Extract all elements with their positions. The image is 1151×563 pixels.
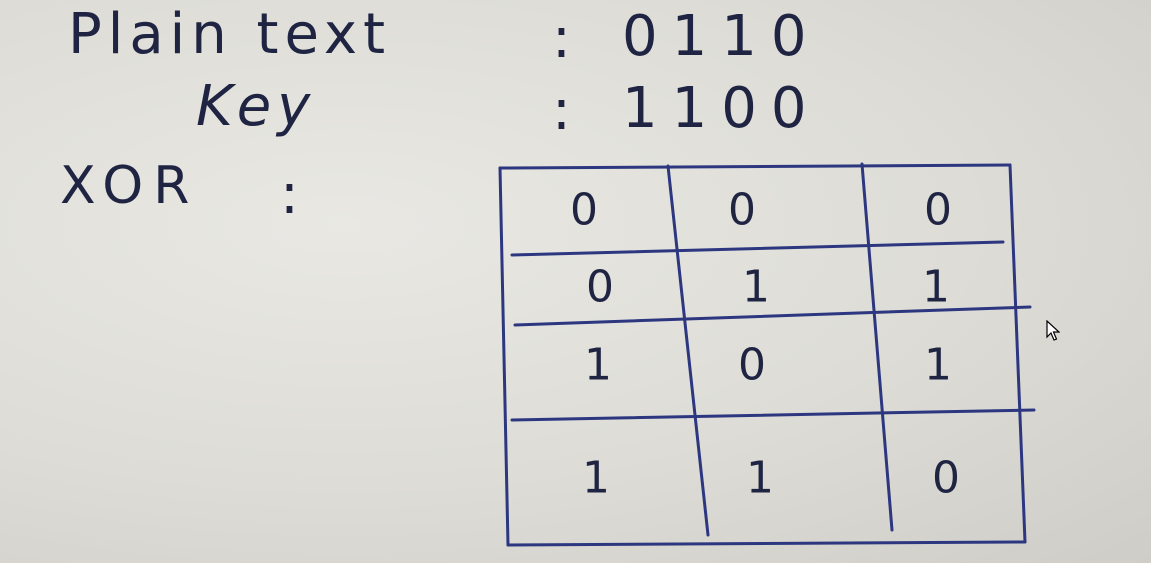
- plain-text-colon: :: [552, 6, 577, 71]
- table-cell: 0: [728, 184, 756, 236]
- plain-text-label: Plain text: [68, 2, 392, 67]
- table-cell: 1: [922, 261, 950, 313]
- table-border-left: [498, 166, 510, 547]
- table-divider-col-2: [860, 162, 894, 532]
- table-divider-row-3: [510, 408, 1036, 422]
- xor-label: XOR: [60, 156, 200, 216]
- table-cell: 0: [932, 452, 960, 504]
- table-cell: 1: [584, 339, 612, 391]
- table-cell: 1: [924, 339, 952, 391]
- table-cell: 1: [742, 261, 770, 313]
- key-colon: :: [552, 78, 577, 143]
- table-border-bottom: [506, 540, 1027, 547]
- key-value: 1100: [622, 76, 821, 141]
- table-cell: 0: [586, 261, 614, 313]
- mouse-cursor-icon: [1046, 319, 1061, 346]
- plain-text-value: 0110: [622, 4, 821, 69]
- key-label: Key: [196, 74, 317, 139]
- table-cell: 1: [746, 452, 774, 504]
- table-border-top: [498, 163, 1012, 170]
- table-cell: 0: [924, 184, 952, 236]
- table-border-right: [1008, 163, 1027, 544]
- table-cell: 0: [738, 339, 766, 391]
- table-cell: 1: [582, 452, 610, 504]
- table-cell: 0: [570, 184, 598, 236]
- table-divider-row-2: [513, 305, 1032, 327]
- table-divider-row-1: [510, 240, 1005, 257]
- table-divider-col-1: [666, 164, 710, 537]
- xor-colon: :: [280, 162, 305, 227]
